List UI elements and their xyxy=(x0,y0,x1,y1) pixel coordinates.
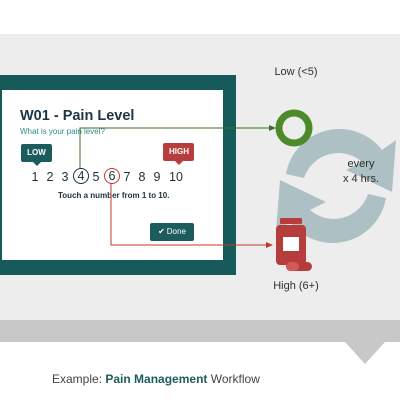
low-threshold-label: Low (<5) xyxy=(274,66,318,78)
high-threshold-label: High (6+) xyxy=(273,280,319,292)
caption-prefix: Example: xyxy=(52,372,103,386)
ring-icon xyxy=(275,109,313,147)
scale-number-8[interactable]: 8 xyxy=(138,170,146,184)
low-badge: LOW xyxy=(21,144,52,166)
caption-suffix: Workflow xyxy=(210,372,260,386)
scale-number-9[interactable]: 9 xyxy=(153,170,161,184)
scale-number-3[interactable]: 3 xyxy=(61,170,69,184)
high-badge: HIGH xyxy=(163,143,194,165)
speech-pointer xyxy=(345,342,385,364)
done-button[interactable]: ✔Done xyxy=(150,223,194,241)
scale-number-10[interactable]: 10 xyxy=(169,170,183,184)
done-label: Done xyxy=(166,227,186,236)
frequency-label: every x 4 hrs. xyxy=(328,157,394,187)
medication-icon xyxy=(276,218,312,271)
low-connector xyxy=(79,125,276,168)
bottom-band xyxy=(0,320,400,342)
check-icon: ✔ xyxy=(158,227,165,236)
scale-number-7[interactable]: 7 xyxy=(123,170,131,184)
frequency-line-1: every xyxy=(347,158,375,170)
scale-number-2[interactable]: 2 xyxy=(46,170,54,184)
frequency-line-2: x 4 hrs. xyxy=(342,173,380,185)
scale-number-5[interactable]: 5 xyxy=(92,170,100,184)
scale-number-6-selected[interactable]: 6 xyxy=(104,168,120,184)
caption: Example: Pain Management Workflow xyxy=(52,372,260,386)
scale-number-1[interactable]: 1 xyxy=(31,170,39,184)
scale-hint: Touch a number from 1 to 10. xyxy=(58,191,170,200)
caption-bold: Pain Management xyxy=(105,372,208,386)
screen-title: W01 - Pain Level xyxy=(20,108,135,124)
scale-number-4-selected[interactable]: 4 xyxy=(73,168,89,184)
high-connector xyxy=(110,183,273,248)
screen-question: What is your pain level? xyxy=(20,127,105,136)
